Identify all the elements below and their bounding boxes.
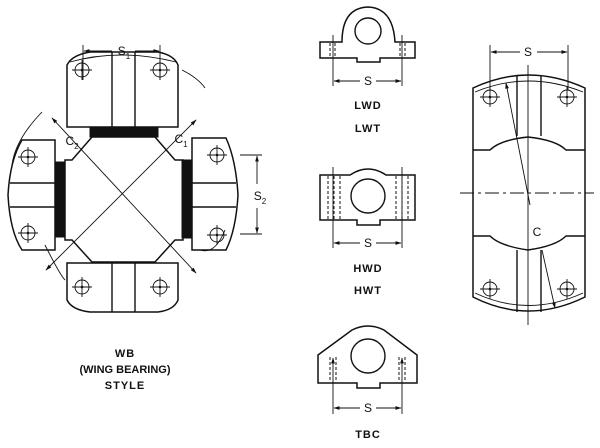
lw-s-label: S <box>364 74 372 88</box>
bearing-cap-top <box>66 51 179 128</box>
wb-caption-line2: (WING BEARING) <box>79 364 170 376</box>
lwd-label: LWD <box>354 100 381 112</box>
seal-right <box>181 159 193 239</box>
wb-caption-line1: WB <box>115 348 135 360</box>
c2-label: C2 <box>65 134 79 151</box>
side-c-label: C <box>533 225 542 239</box>
bearing-cap-bottom <box>66 262 179 313</box>
tbc-label: TBC <box>355 429 381 441</box>
lw-style-view: S LWD LWT <box>319 6 416 135</box>
hw-s-label: S <box>364 236 372 250</box>
seal-top <box>89 126 159 138</box>
side-view: C S <box>460 45 594 325</box>
tbc-style-view: S TBC <box>317 325 418 441</box>
s2-label: S2 <box>254 189 267 206</box>
s1-label: S1 <box>118 44 131 61</box>
side-s-label: S <box>524 45 532 59</box>
seal-left <box>54 161 66 238</box>
c1-label: C1 <box>174 132 188 149</box>
hw-style-view: S HWD HWT <box>319 167 416 297</box>
cross-body <box>64 136 184 263</box>
hwd-label: HWD <box>353 263 382 275</box>
wb-caption-line3: STYLE <box>105 380 145 392</box>
wing-bearing-view: S1 S2 C1 C2 WB (WING BEARING) STYLE <box>7 44 267 392</box>
bearing-cap-left <box>7 139 56 251</box>
tbc-s-label: S <box>364 401 372 415</box>
hwt-label: HWT <box>354 285 382 297</box>
bearing-cap-right <box>191 137 239 251</box>
c1-dimension-line <box>45 119 197 271</box>
lwt-label: LWT <box>355 123 381 135</box>
